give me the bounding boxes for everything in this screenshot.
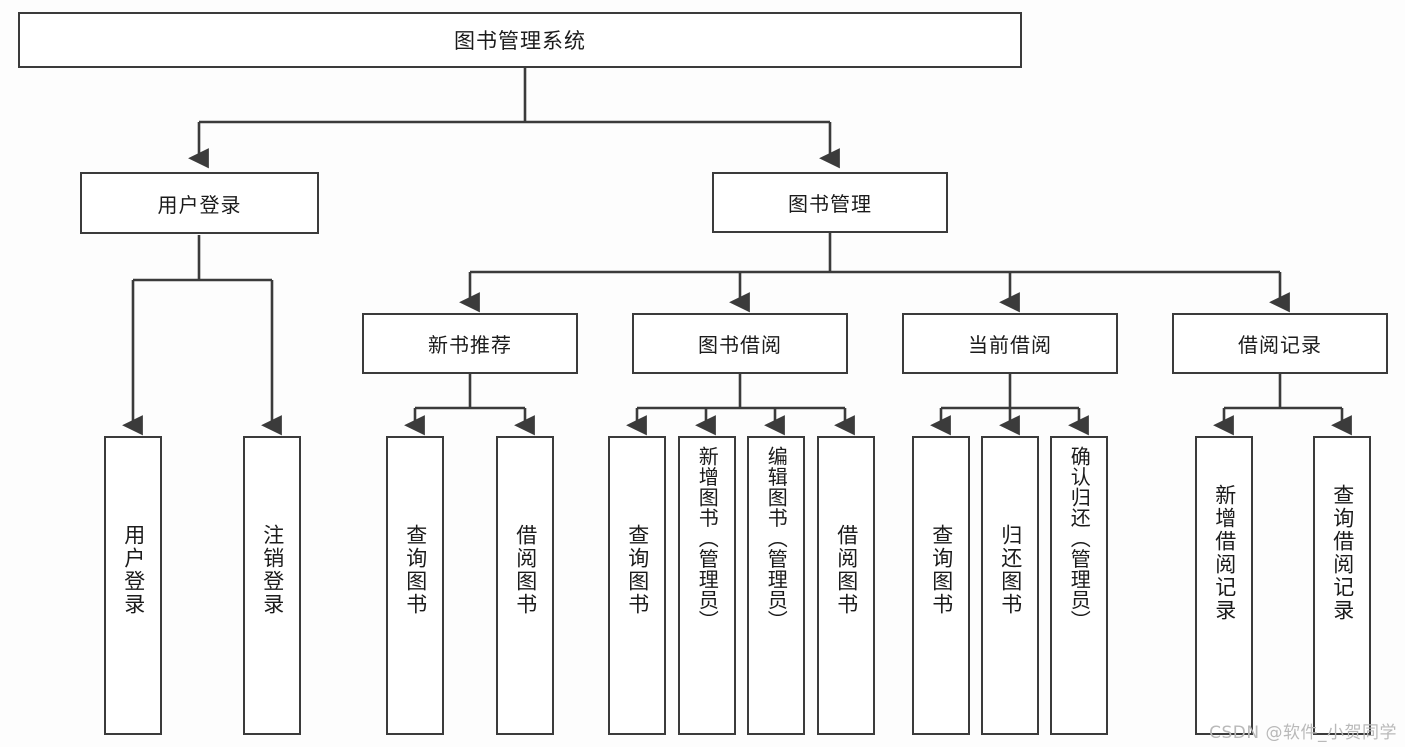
leaf-recommend-borrow-book[interactable]: 借阅图书	[496, 436, 554, 735]
node-root-system[interactable]: 图书管理系统	[18, 12, 1022, 68]
leaf-label: 借阅图书	[834, 524, 859, 616]
leaf-borrow-borrow-book[interactable]: 借阅图书	[817, 436, 875, 735]
node-label: 当前借阅	[968, 333, 1052, 357]
leaf-label: 新增图书（管理员）	[695, 446, 720, 631]
leaf-record-query-record[interactable]: 查询借阅记录	[1313, 436, 1371, 735]
leaf-label: 查询图书	[403, 524, 428, 616]
leaf-record-add-record[interactable]: 新增借阅记录	[1195, 436, 1253, 735]
node-book-borrow[interactable]: 图书借阅	[632, 313, 848, 374]
node-label: 图书借阅	[698, 333, 782, 357]
node-borrow-record[interactable]: 借阅记录	[1172, 313, 1388, 374]
node-label: 借阅记录	[1238, 333, 1322, 357]
node-label: 用户登录	[157, 192, 242, 217]
leaf-label: 归还图书	[998, 524, 1023, 616]
leaf-label: 新增借阅记录	[1212, 484, 1237, 622]
node-label: 新书推荐	[428, 333, 512, 357]
leaf-current-confirm-return-admin[interactable]: 确认归还（管理员）	[1050, 436, 1108, 735]
leaf-label: 确认归还（管理员）	[1067, 446, 1092, 631]
leaf-current-return-book[interactable]: 归还图书	[981, 436, 1039, 735]
leaf-label: 编辑图书（管理员）	[764, 446, 789, 631]
leaf-label: 查询借阅记录	[1330, 484, 1355, 622]
leaf-recommend-query-book[interactable]: 查询图书	[386, 436, 444, 735]
watermark-csdn: CSDN @软件_小贺同学	[1209, 723, 1397, 743]
leaf-borrow-query-book[interactable]: 查询图书	[608, 436, 666, 735]
leaf-borrow-edit-book-admin[interactable]: 编辑图书（管理员）	[747, 436, 805, 735]
leaf-label: 查询图书	[625, 524, 650, 616]
node-current-borrow[interactable]: 当前借阅	[902, 313, 1118, 374]
leaf-borrow-add-book-admin[interactable]: 新增图书（管理员）	[678, 436, 736, 735]
node-book-management[interactable]: 图书管理	[712, 172, 948, 233]
node-label: 图书管理	[788, 192, 872, 216]
node-user-login[interactable]: 用户登录	[80, 172, 319, 234]
node-label: 图书管理系统	[454, 29, 586, 53]
leaf-label: 用户登录	[121, 524, 146, 616]
leaf-label: 查询图书	[929, 524, 954, 616]
leaf-user-login-logout[interactable]: 注销登录	[243, 436, 301, 735]
leaf-user-login-login[interactable]: 用户登录	[104, 436, 162, 735]
leaf-current-query-book[interactable]: 查询图书	[912, 436, 970, 735]
node-new-book-recommend[interactable]: 新书推荐	[362, 313, 578, 374]
leaf-label: 借阅图书	[513, 524, 538, 616]
leaf-label: 注销登录	[260, 524, 285, 616]
